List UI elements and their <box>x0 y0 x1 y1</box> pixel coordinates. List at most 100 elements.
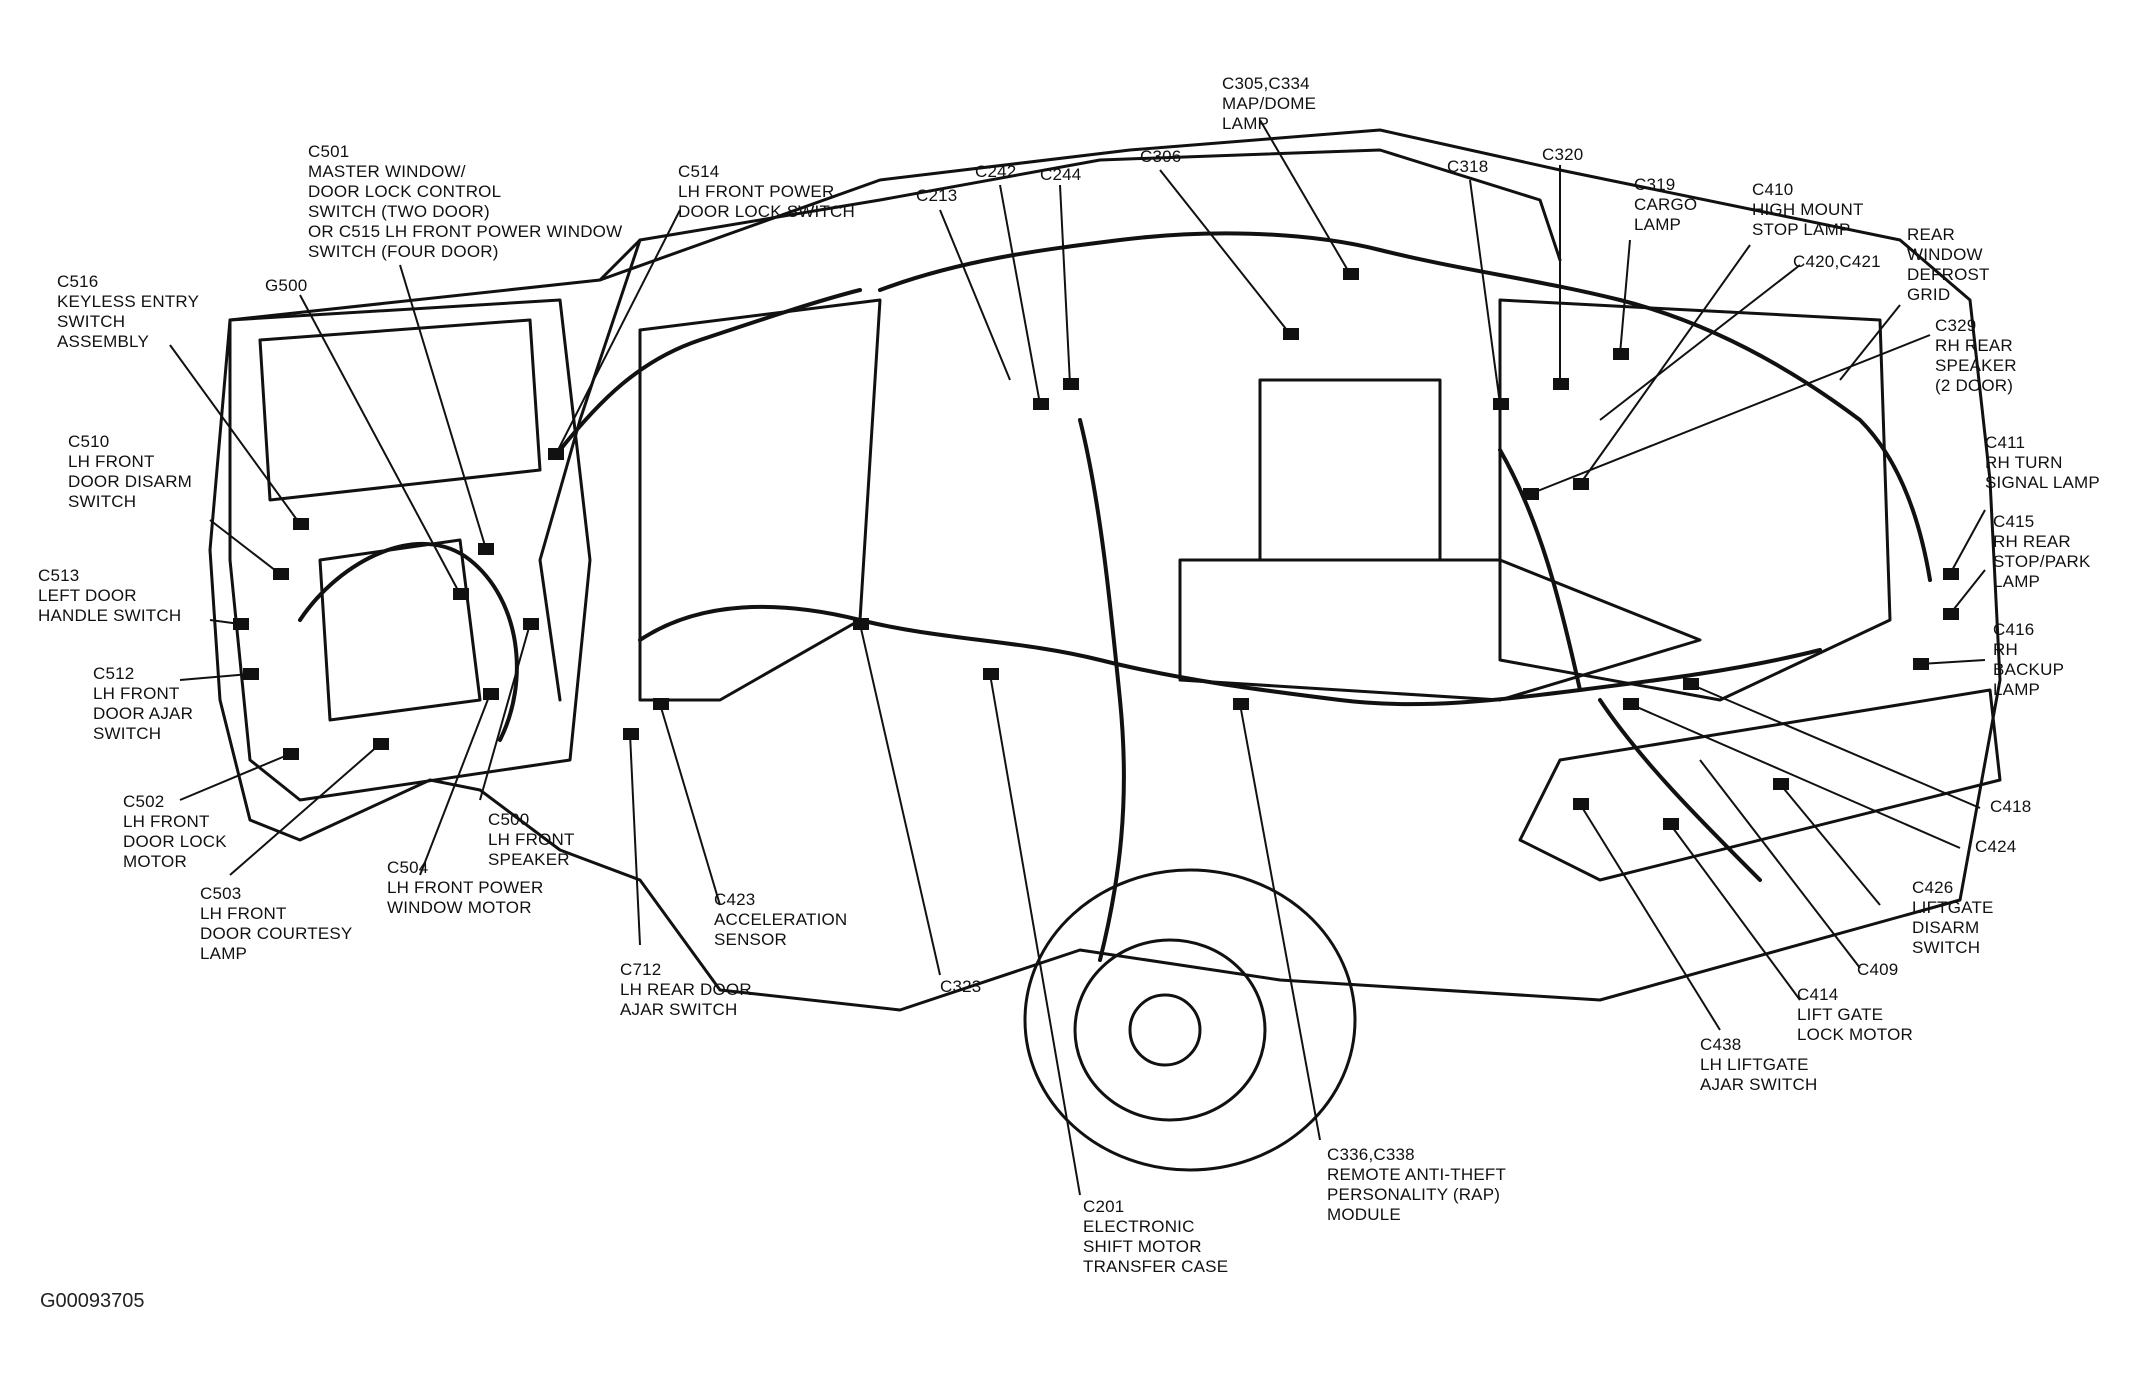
callout-line: C201 <box>1083 1197 1125 1216</box>
connector-c516 <box>293 518 309 530</box>
callout-line: DOOR LOCK <box>123 832 227 851</box>
callout-line: C514 <box>678 162 720 181</box>
callout-line: C510 <box>68 432 110 451</box>
leader-c516 <box>169 344 301 525</box>
callout-c503: C503 LH FRONT DOOR COURTESY LAMP <box>200 884 352 964</box>
connector-c318 <box>1493 398 1509 410</box>
callout-c242: C242 <box>975 162 1016 182</box>
leader-c510 <box>209 519 281 575</box>
callout-line: WINDOW MOTOR <box>387 898 532 917</box>
callout-line: C410 <box>1752 180 1794 199</box>
callout-line: MODULE <box>1327 1205 1401 1224</box>
harness-center-tunnel <box>1078 418 1126 962</box>
callout-line: C411 <box>1985 433 2026 452</box>
callout-line: SHIFT MOTOR <box>1083 1237 1202 1256</box>
callout-line: MAP/DOME <box>1222 94 1317 113</box>
callout-line: G500 <box>265 276 308 295</box>
callout-c319: C319 CARGO LAMP <box>1634 175 1697 235</box>
callout-line: DOOR DISARM <box>68 472 193 491</box>
callout-line: WINDOW <box>1907 245 1983 264</box>
leader-c712 <box>629 733 641 946</box>
callout-line: SWITCH <box>57 312 126 331</box>
harness-floor-left <box>638 604 1342 702</box>
front-wheel-center <box>1128 993 1202 1067</box>
callout-line: LH FRONT <box>200 904 287 923</box>
leader-c416 <box>1919 659 1986 665</box>
callout-line: HANDLE SWITCH <box>38 606 182 625</box>
callout-line: C424 <box>1975 837 2017 856</box>
callout-line: C423 <box>714 890 756 909</box>
callout-g500: G500 <box>265 276 307 296</box>
callout-line: STOP/PARK <box>1993 552 2091 571</box>
callout-line: MOTOR <box>123 852 187 871</box>
callout-line: C500 <box>488 810 530 829</box>
leader-c514 <box>555 209 681 455</box>
callout-line: C318 <box>1447 157 1489 176</box>
callout-line: C502 <box>123 792 165 811</box>
callout-c512: C512 LH FRONT DOOR AJAR SWITCH <box>93 664 193 744</box>
harness-a-pillar <box>558 288 862 452</box>
callout-c513: C513 LEFT DOOR HANDLE SWITCH <box>38 566 181 626</box>
front-wheel-hub <box>1073 938 1267 1122</box>
callout-line: DOOR AJAR <box>93 704 194 723</box>
callout-line: SWITCH (FOUR DOOR) <box>308 242 499 261</box>
leader-c410 <box>1579 244 1751 485</box>
callout-line: C306 <box>1140 147 1182 166</box>
callout-c415: C415 RH REAR STOP/PARK LAMP <box>1993 512 2091 592</box>
connector-c513 <box>233 618 249 630</box>
connector-g500 <box>453 588 469 600</box>
rear-seat <box>1258 378 1442 562</box>
callout-c504: C504 LH FRONT POWER WINDOW MOTOR <box>387 858 543 918</box>
callout-line: (2 DOOR) <box>1935 376 2014 395</box>
callout-line: DEFROST <box>1907 265 1990 284</box>
callout-line: LAMP <box>1993 680 2041 699</box>
callout-c410: C410 HIGH MOUNT STOP LAMP <box>1752 180 1864 240</box>
leader-c513 <box>209 619 241 625</box>
connector-c242 <box>1033 398 1049 410</box>
callout-c414: C414 LIFT GATE LOCK MOTOR <box>1797 985 1913 1045</box>
leader-c426 <box>1779 783 1881 906</box>
callout-line: C414 <box>1797 985 1839 1004</box>
callout-c323: C323 <box>940 977 981 997</box>
leader-g500 <box>299 294 461 595</box>
callout-line: C426 <box>1912 878 1954 897</box>
leader-c512 <box>179 673 251 681</box>
callout-line: SWITCH <box>68 492 137 511</box>
callout-line: DISARM <box>1912 918 1980 937</box>
callout-c305: C305,C334 MAP/DOME LAMP <box>1222 74 1316 134</box>
callout-c712: C712 LH REAR DOOR AJAR SWITCH <box>620 960 752 1020</box>
callout-c516: C516 KEYLESS ENTRY SWITCH ASSEMBLY <box>57 272 199 352</box>
callout-line: LAMP <box>200 944 248 963</box>
callout-line: C712 <box>620 960 662 979</box>
leader-c415 <box>1949 569 1986 615</box>
callout-line: SPEAKER <box>488 850 570 869</box>
callout-line: C409 <box>1857 960 1899 979</box>
connector-c502 <box>283 748 299 760</box>
callout-line: C420,C421 <box>1793 252 1881 271</box>
callout-line: GRID <box>1907 285 1951 304</box>
callout-rear-defrost: REAR WINDOW DEFROST GRID <box>1907 225 1990 305</box>
callout-line: SWITCH <box>1912 938 1981 957</box>
callout-c500: C500 LH FRONT SPEAKER <box>488 810 575 870</box>
connector-c500 <box>523 618 539 630</box>
leader-c423 <box>659 703 721 906</box>
callout-line: C305,C334 <box>1222 74 1310 93</box>
callout-c336: C336,C338 REMOTE ANTI-THEFT PERSONALITY … <box>1327 1145 1506 1225</box>
callout-line: LIFTGATE <box>1912 898 1994 917</box>
leader-c500 <box>479 623 531 801</box>
callout-line: LH FRONT POWER <box>678 182 835 201</box>
callout-c416: C416 RH BACKUP LAMP <box>1993 620 2064 700</box>
callout-line: LAMP <box>1634 215 1682 234</box>
callout-line: C438 <box>1700 1035 1742 1054</box>
callout-line: C213 <box>916 186 958 205</box>
callout-line: C244 <box>1040 165 1082 184</box>
callout-line: C329 <box>1935 316 1977 335</box>
callout-line: C512 <box>93 664 135 683</box>
leader-c329 <box>1529 334 1931 495</box>
callout-line: LH FRONT <box>123 812 210 831</box>
callout-c501: C501 MASTER WINDOW/ DOOR LOCK CONTROL SW… <box>308 142 622 262</box>
leader-c319 <box>1619 239 1631 355</box>
callout-line: C320 <box>1542 145 1584 164</box>
callout-line: DOOR COURTESY <box>200 924 353 943</box>
